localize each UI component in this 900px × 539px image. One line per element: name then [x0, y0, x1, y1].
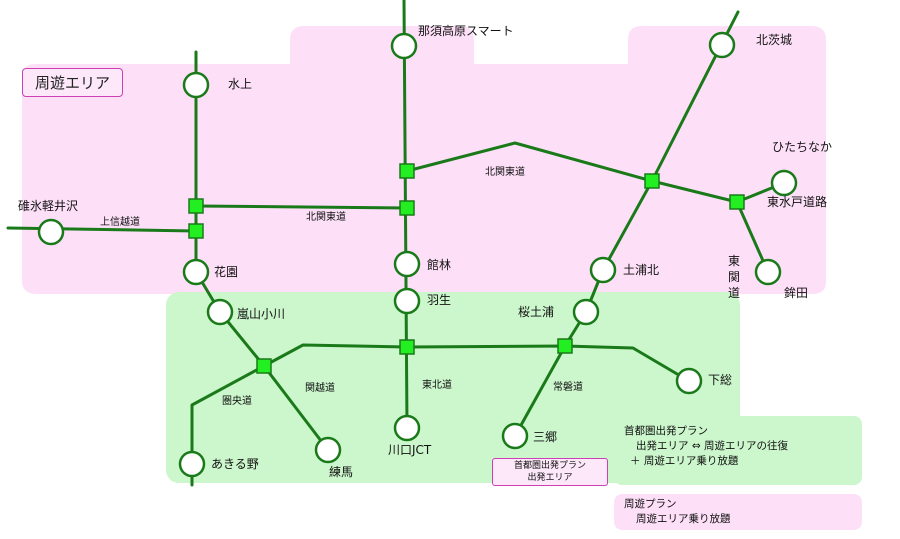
road-label-joban: 常磐道	[553, 382, 583, 393]
road-kanetsu-south	[194, 270, 330, 452]
departure-area-tag: 首都圏出発プラン 出発エリア	[492, 458, 608, 486]
ic-sakuratsuchiura	[572, 298, 600, 326]
legend-pink-title: 周遊プラン	[624, 498, 677, 510]
jct-kanetsu-ken-o	[256, 358, 272, 374]
ic-hanazono	[182, 258, 210, 286]
label-kawaguchi: 川口JCT	[388, 443, 432, 457]
jct-joban-kitakanto	[644, 173, 660, 189]
ic-tsuchiurakita	[589, 256, 617, 284]
label-nasu: 那須高原スマート	[418, 24, 514, 38]
tour-area-tag: 周遊エリア	[22, 68, 124, 97]
ic-akiruno	[178, 450, 206, 478]
road-label-kitakanto-east: 北関東道	[485, 167, 525, 178]
jct-joban-ken-o	[557, 338, 573, 354]
ic-ranzan	[206, 298, 234, 326]
ic-tatebayashi	[393, 250, 421, 278]
road-label-kanetsu: 関越道	[305, 383, 335, 394]
label-higashimito: 東水戸道路	[767, 195, 828, 209]
legend-green-title: 首都圏出発プラン	[624, 425, 708, 437]
label-ranzan: 嵐山小川	[237, 307, 286, 321]
label-sakuratsuchiura: 桜土浦	[518, 305, 555, 319]
label-nerima: 練馬	[329, 465, 354, 479]
label-hanazono: 花園	[214, 265, 239, 279]
legend-green-line-1: 出発エリア ⇔ 周遊エリアの往復	[636, 440, 788, 452]
road-label-ken-o: 圏央道	[222, 396, 252, 407]
label-shimofusa: 下総	[708, 373, 733, 387]
departure-tag-line-1: 首都圏出発プラン	[513, 461, 586, 471]
ic-nerima	[314, 436, 342, 464]
ic-kitaibaraki	[708, 31, 736, 59]
ic-kawaguchi	[393, 414, 421, 442]
road-label-joshinetsu: 上信越道	[100, 217, 140, 228]
label-misato: 三郷	[533, 430, 558, 444]
legend-departure-plan: 首都圏出発プラン 出発エリア ⇔ 周遊エリアの往復 ＋ 周遊エリア乗り放題	[614, 416, 862, 485]
departure-tag-line-2: 出発エリア	[527, 473, 573, 483]
jct-kanetsu-joshinetsu	[188, 223, 204, 239]
ic-usui	[37, 218, 65, 246]
jct-kanetsu-kitakanto	[188, 198, 204, 214]
ic-shimofusa	[675, 367, 703, 395]
legend-green-line-2: ＋ 周遊エリア乗り放題	[630, 455, 739, 467]
label-hokota: 鉾田	[784, 286, 809, 300]
label-hanyu: 羽生	[427, 293, 452, 307]
label-hitachinaka: ひたちなか	[772, 140, 833, 154]
departure-area-region	[166, 292, 740, 483]
road-label-tohoku: 東北道	[422, 380, 452, 391]
legend-pink-line-1: 周遊エリア乗り放題	[636, 513, 731, 525]
jct-tohoku-kitakanto	[399, 200, 415, 216]
jct-tohoku-kitakanto-north	[399, 163, 415, 179]
label-tsuchiurakita: 土浦北	[623, 263, 660, 277]
ic-nasu	[390, 32, 418, 60]
jct-tohoku-ken-o	[399, 339, 415, 355]
ic-hokota	[754, 258, 782, 286]
road-kitakanto-west	[194, 204, 409, 210]
label-kitaibaraki: 北茨城	[756, 33, 793, 47]
label-minakami: 水上	[228, 77, 253, 91]
ic-hanyu	[393, 287, 421, 315]
label-akiruno: あきる野	[211, 457, 259, 471]
legend-tour-plan: 周遊プラン 周遊エリア乗り放題	[614, 494, 862, 530]
road-ken-o	[190, 343, 691, 487]
road-label-kitakanto-west: 北関東道	[306, 212, 346, 223]
label-tatebayashi: 館林	[427, 258, 452, 272]
tour-area-region	[22, 26, 826, 294]
ic-hitachinaka	[770, 169, 798, 197]
jct-higashimito	[729, 194, 745, 210]
label-usui: 碓氷軽井沢	[18, 199, 79, 213]
ic-minakami	[182, 71, 210, 99]
ic-misato	[501, 422, 529, 450]
road-label-higashikanto: 東関道	[727, 254, 740, 300]
